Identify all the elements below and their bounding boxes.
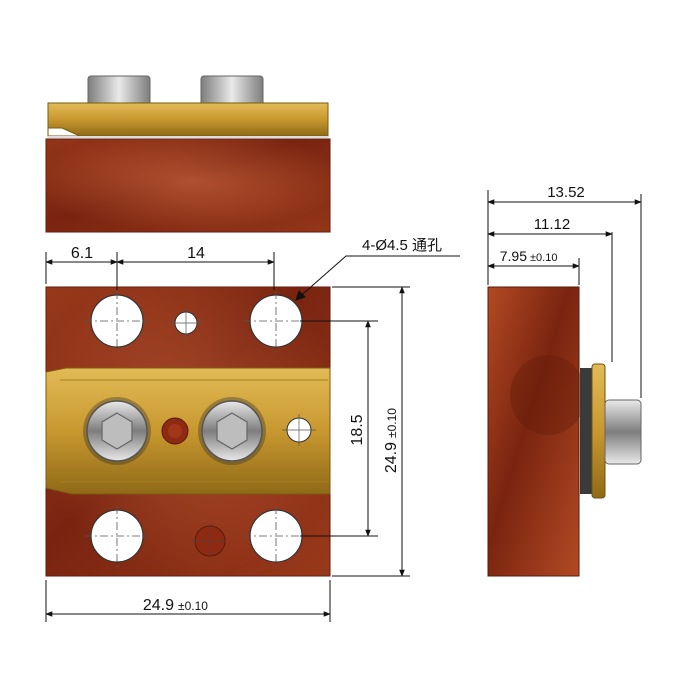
hole-callout: 4-Ø4.5 通孔 — [362, 237, 442, 254]
dim-left-offset: 6.1 — [71, 245, 93, 262]
top-screw-head-right — [200, 75, 264, 107]
side-brass-flange — [591, 363, 606, 499]
dim-to-flange: 11.12 — [534, 216, 570, 233]
dim-vertical-spacing: 18.5 — [349, 414, 366, 445]
dim-body-depth-tolerance: ±0.10 — [530, 252, 557, 264]
side-copper-block — [487, 286, 580, 577]
threaded-hole-icon — [161, 417, 189, 445]
through-hole-icon — [84, 506, 150, 567]
dim-width-tolerance: ±0.10 — [178, 599, 208, 613]
side-screw-head — [604, 399, 642, 465]
hex-socket-screw-icon — [83, 397, 151, 465]
top-brass-clamp — [47, 102, 329, 137]
dimension-labels: 6.1 14 4-Ø4.5 通孔 18.5 24.9 ±0.10 24.9 ±0… — [71, 184, 585, 614]
through-hole-icon — [84, 291, 150, 352]
dim-overall: 13.52 — [547, 184, 585, 201]
callout-leader — [295, 255, 460, 301]
callout-arrow — [295, 290, 306, 301]
dim-height-tolerance: ±0.10 — [385, 408, 399, 438]
dimension-layer — [45, 190, 642, 622]
dim-height: 24.9 — [383, 442, 400, 473]
dim-width: 24.9 — [143, 597, 174, 614]
top-screw-head-left — [87, 75, 151, 107]
dim-height-group: 24.9 ±0.10 — [383, 408, 400, 473]
hex-socket-screw-icon — [198, 397, 266, 465]
threaded-hole-icon — [192, 523, 228, 559]
small-hole-icon — [282, 414, 316, 446]
dim-hole-spacing: 14 — [187, 245, 205, 262]
front-view — [45, 286, 331, 577]
side-view — [487, 286, 642, 577]
top-view — [45, 75, 331, 233]
side-copper-shadow — [510, 355, 586, 435]
side-knurl — [580, 368, 592, 494]
dim-body-depth: 7.95 — [500, 248, 527, 264]
top-copper-sheen — [46, 139, 330, 232]
small-hole-icon — [170, 308, 202, 338]
